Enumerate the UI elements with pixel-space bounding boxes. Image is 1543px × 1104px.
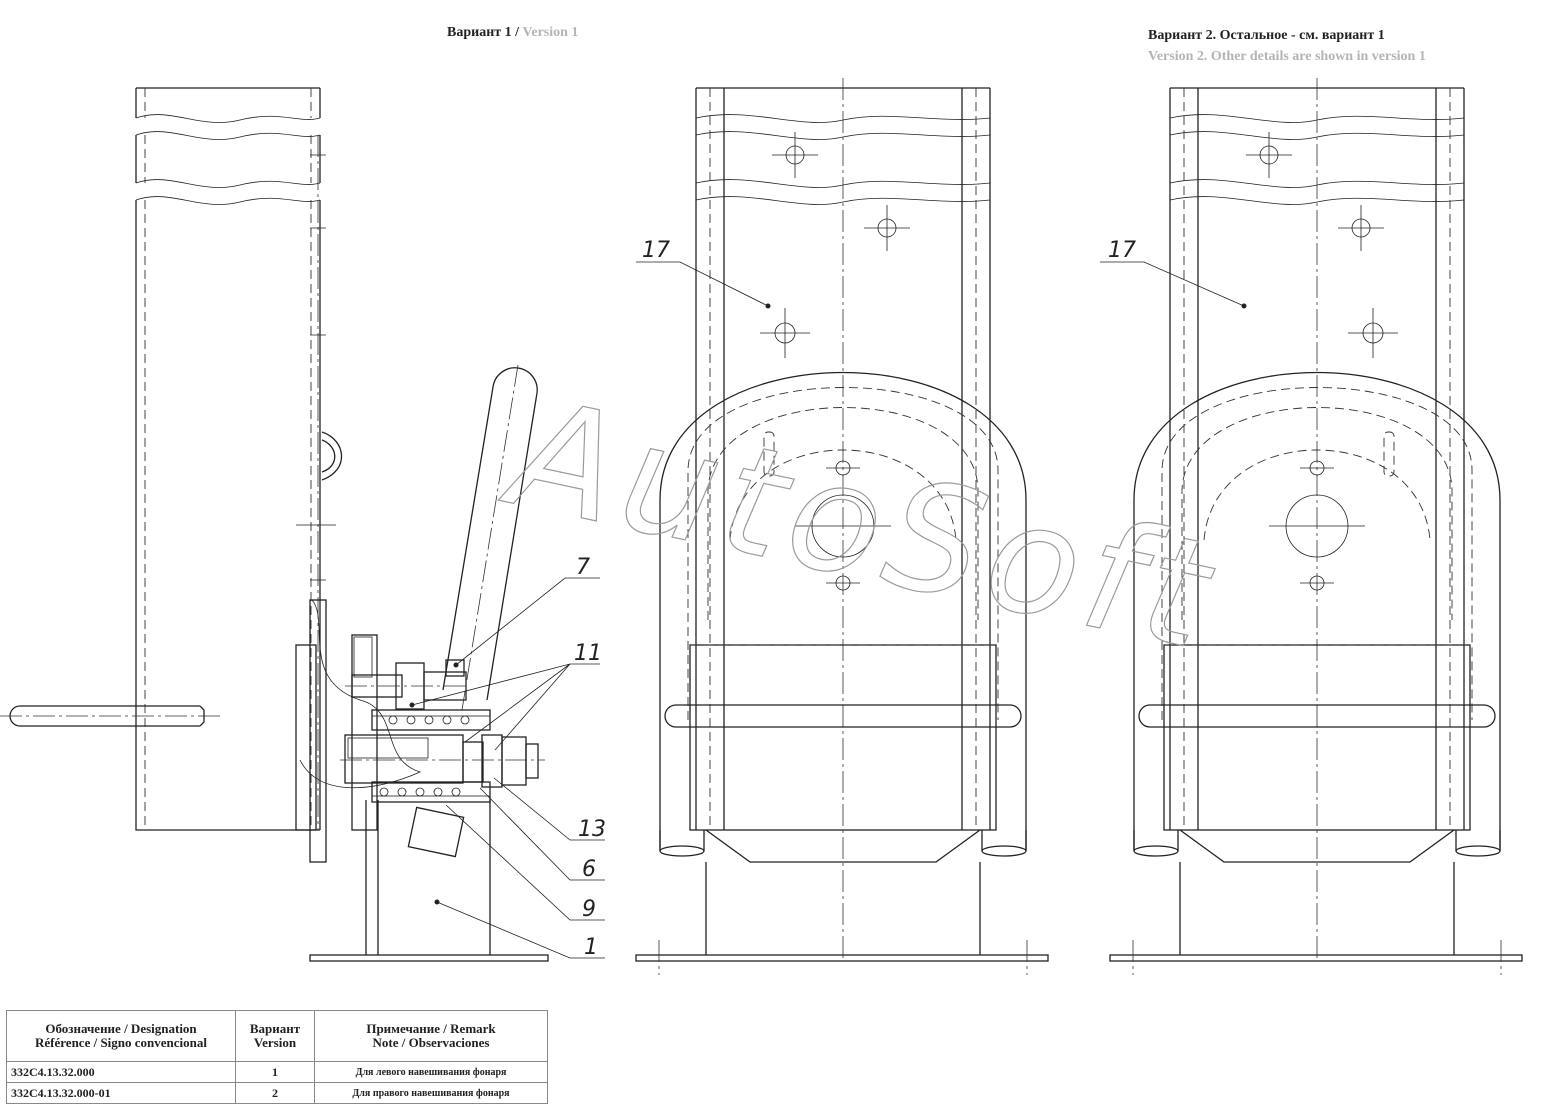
table-header-row: Обозначение / Designation Référence / Si… — [6, 1010, 548, 1062]
front-view-version-1 — [635, 78, 1049, 975]
row-remark: Для левого навешивания фонаря — [314, 1061, 548, 1083]
row-designation: 332С4.13.32.000-01 — [6, 1082, 236, 1104]
callout-leaders — [411, 577, 605, 959]
version-1-title: Вариант 1 / Version 1 — [447, 25, 578, 41]
callout-1: 1 — [584, 935, 598, 960]
callout-17-view1: 17 — [642, 238, 670, 263]
callout-6: 6 — [582, 857, 596, 882]
version-2-title-ru: Вариант 2. Остальное - см. вариант 1 — [1148, 28, 1385, 43]
callout-11: 11 — [574, 641, 602, 666]
version-1-title-ru: Вариант 1 / — [447, 25, 520, 40]
row-remark: Для правого навешивания фонаря — [314, 1082, 548, 1104]
callout-9: 9 — [582, 897, 596, 922]
row-version: 1 — [235, 1061, 315, 1083]
header-remark: Примечание / Remark Note / Observaciones — [314, 1010, 548, 1062]
variant-table: Обозначение / Designation Référence / Si… — [6, 1010, 548, 1104]
header-designation: Обозначение / Designation Référence / Si… — [6, 1010, 236, 1062]
callout-7: 7 — [576, 555, 590, 580]
technical-drawing: 17 17 7 11 13 6 9 1 AutoSoft — [0, 78, 1523, 975]
header-version: Вариант Version — [235, 1010, 315, 1062]
front-view-version-2 — [1100, 78, 1523, 975]
side-view-version-1 — [0, 87, 549, 962]
row-designation: 332С4.13.32.000 — [6, 1061, 236, 1083]
version-2-title-en: Version 2. Other details are shown in ve… — [1148, 49, 1426, 64]
autosoft-watermark: AutoSoft — [491, 365, 1230, 685]
version-1-title-en: Version 1 — [522, 25, 579, 40]
callout-17-view2: 17 — [1108, 238, 1136, 263]
table-row: 332С4.13.32.000 1 Для левого навешивания… — [6, 1061, 548, 1083]
table-row: 332С4.13.32.000-01 2 Для правого навешив… — [6, 1082, 548, 1104]
row-version: 2 — [235, 1082, 315, 1104]
callout-13: 13 — [578, 817, 606, 842]
version-2-title: Вариант 2. Остальное - см. вариант 1 Ver… — [1148, 25, 1426, 67]
